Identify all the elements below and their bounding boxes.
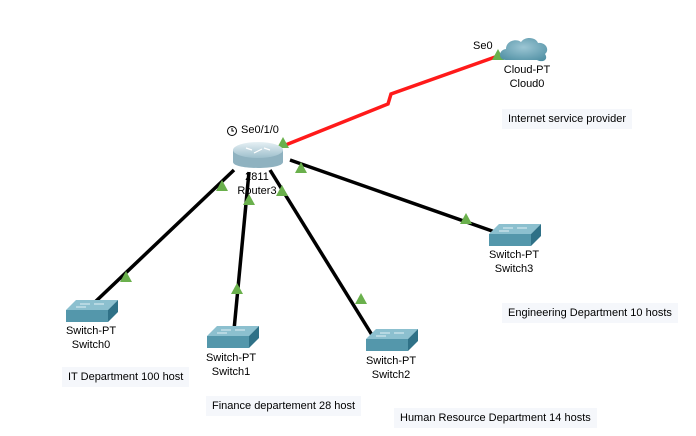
switch0-icon[interactable]	[66, 300, 118, 322]
note-finance[interactable]: Finance departement 28 host	[206, 396, 362, 416]
switch3-label: Switch-PT Switch3	[487, 248, 541, 276]
cloud-model: Cloud-PT	[503, 64, 551, 76]
cloud-label: Cloud-PT Cloud0	[500, 63, 554, 91]
note-it[interactable]: IT Department 100 host	[62, 367, 190, 387]
cloud-port-label: Se0	[473, 40, 493, 52]
router-model: 2811	[245, 171, 269, 183]
link-status-icon	[355, 293, 367, 304]
link-status-icon	[120, 271, 132, 282]
link-router-cloud[interactable]	[282, 54, 499, 148]
switch3-name: Switch3	[494, 263, 534, 275]
switch1-name: Switch1	[211, 366, 251, 378]
link-status-icon	[277, 137, 289, 148]
switch1-label: Switch-PT Switch1	[204, 351, 258, 379]
link-status-icon	[216, 180, 228, 191]
link-status-icon	[276, 185, 288, 196]
note-isp[interactable]: Internet service provider	[502, 109, 632, 129]
switch1-model: Switch-PT	[205, 352, 257, 364]
router-icon[interactable]	[233, 142, 283, 168]
link-router-switch1[interactable]	[232, 171, 251, 331]
switch0-model: Switch-PT	[65, 325, 117, 337]
cloud-name: Cloud0	[509, 78, 545, 90]
link-status-icon	[460, 213, 472, 224]
router-label: 2811 Router3	[230, 170, 284, 198]
switch1-icon[interactable]	[207, 326, 259, 348]
router-name: Router3	[237, 185, 277, 197]
cloud-icon[interactable]	[500, 37, 548, 62]
switch2-icon[interactable]	[366, 329, 418, 351]
link-status-icon	[243, 194, 255, 205]
switch0-label: Switch-PT Switch0	[64, 324, 118, 352]
note-hr[interactable]: Human Resource Department 14 hosts	[394, 408, 597, 428]
switch2-label: Switch-PT Switch2	[364, 354, 418, 382]
switch0-name: Switch0	[71, 339, 111, 351]
switch3-icon[interactable]	[489, 224, 541, 246]
link-router-switch2[interactable]	[268, 169, 374, 336]
router-port-label: Se0/1/0	[241, 124, 279, 136]
note-engineering[interactable]: Engineering Department 10 hosts	[502, 303, 678, 323]
clock-icon	[227, 126, 237, 136]
switch2-name: Switch2	[371, 369, 411, 381]
link-status-icon	[295, 162, 307, 173]
link-router-switch0[interactable]	[92, 168, 236, 305]
link-router-switch3[interactable]	[289, 158, 496, 234]
switch3-model: Switch-PT	[488, 249, 540, 261]
link-status-icon	[231, 283, 243, 294]
switch2-model: Switch-PT	[365, 355, 417, 367]
